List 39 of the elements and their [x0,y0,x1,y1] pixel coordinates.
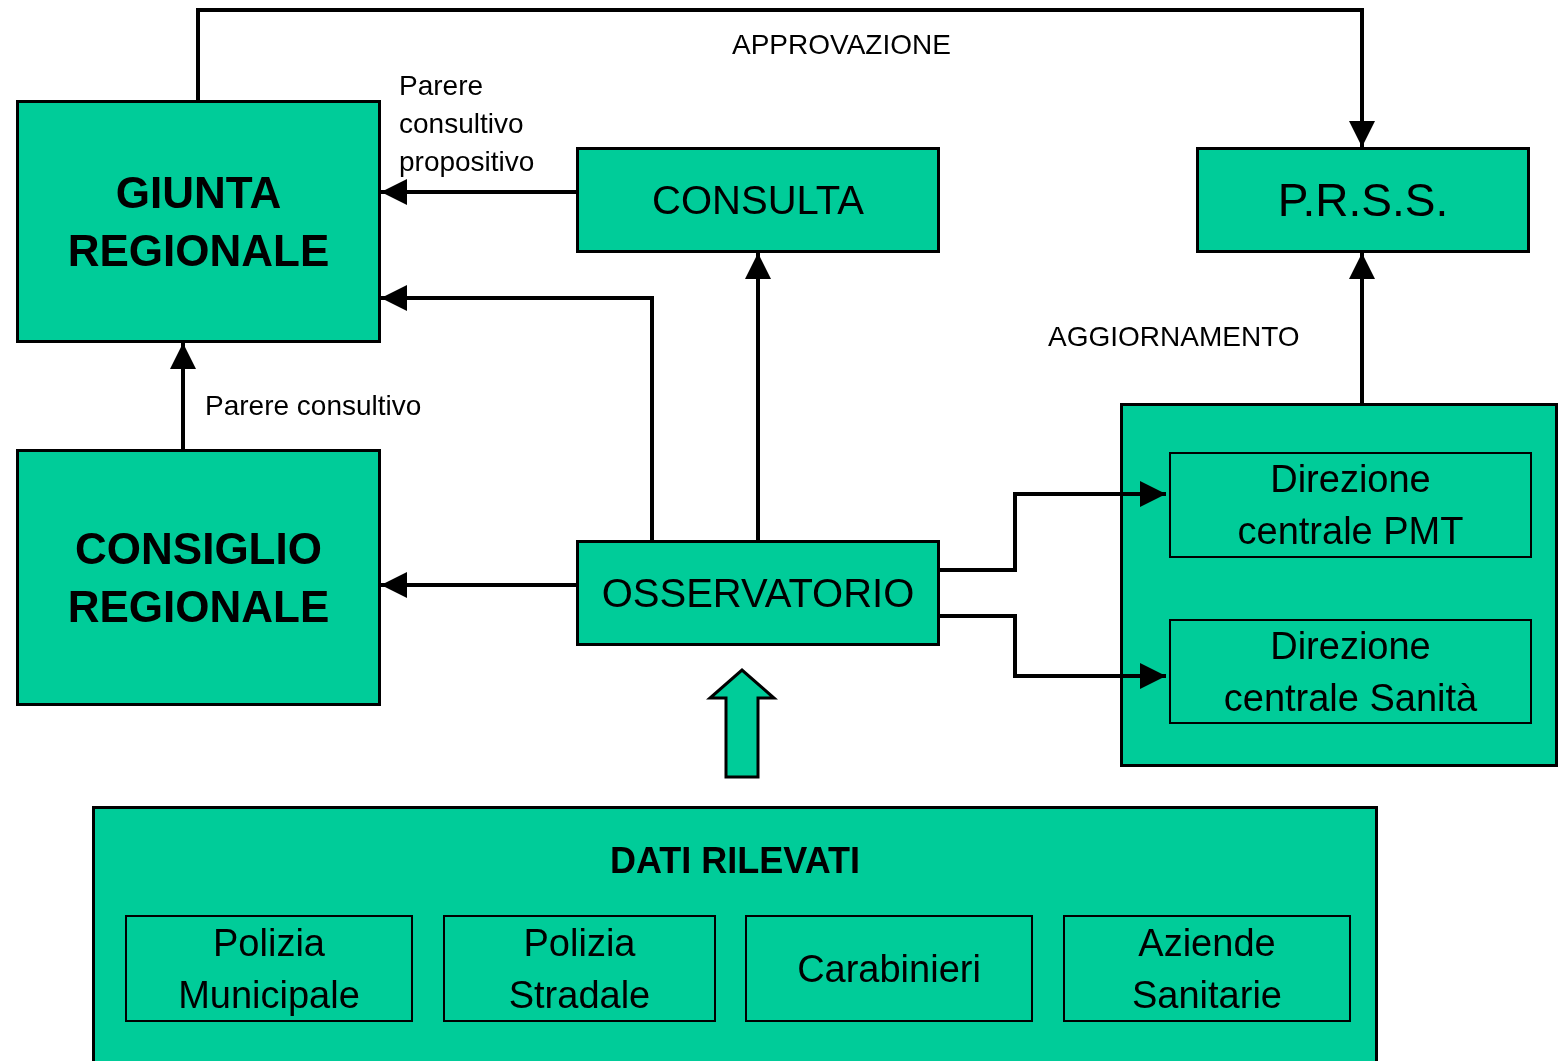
process-box [16,449,381,706]
block-arrow [706,668,778,779]
unit-box [125,915,413,1022]
edge-label: APPROVAZIONE [732,28,952,62]
node-label: GIUNTA REGIONALE [66,166,331,277]
node-label: OSSERVATORIO [601,570,915,616]
process-box [1196,147,1530,253]
node-label: Direzione centrale Sanità [1222,623,1479,721]
process-box [16,100,381,343]
arrow [196,8,1375,147]
edge-label: Parere consultivo [205,389,423,423]
node-label: Polizia Municipale [177,920,361,1018]
unit-box [1169,452,1532,558]
arrow [940,481,1166,572]
node-label: P.R.S.S. [1277,174,1449,226]
container-box [92,806,1378,1061]
unit-box [443,915,716,1022]
group-box [1120,403,1558,767]
unit-box [1169,619,1532,724]
unit-box [745,915,1033,1022]
node-label: Carabinieri [797,946,981,992]
arrow [940,614,1166,689]
edge-label: AGGIORNAMENTO [1048,320,1301,354]
unit-box [1063,915,1351,1022]
node-label: CONSIGLIO REGIONALE [66,522,331,633]
arrow [745,253,771,540]
section-heading: DATI RILEVATI [610,839,860,883]
process-box [576,147,940,253]
arrow [381,285,654,540]
arrow [381,572,576,598]
arrow [381,179,576,205]
node-label: CONSULTA [652,177,864,223]
node-label: Aziende Sanitarie [1131,920,1283,1018]
arrow [170,343,196,449]
node-label: Direzione centrale PMT [1236,457,1465,554]
arrow [1349,253,1375,403]
node-label: Polizia Stradale [507,920,652,1018]
edge-label: Parere consultivo propositivo [399,69,536,179]
process-box [576,540,940,646]
